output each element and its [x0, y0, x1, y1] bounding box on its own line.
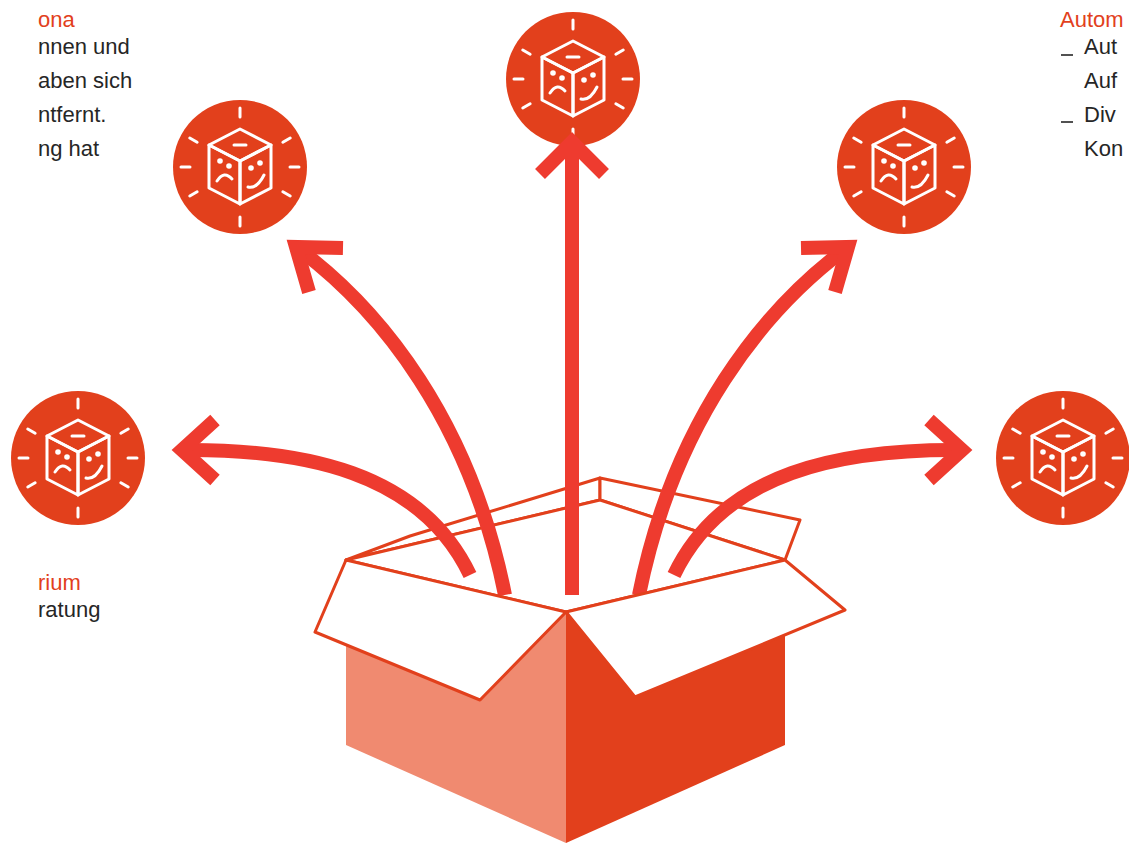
body-text: Div Kon [1060, 98, 1126, 166]
heading-text: Autom [1060, 6, 1126, 34]
body-text: Aut Auf [1060, 30, 1126, 98]
die-icon [506, 12, 640, 146]
die-icon [11, 391, 145, 525]
body-text: nnen und aben sich ntfernt. ng hat [38, 30, 141, 166]
heading-text: ona [38, 6, 141, 34]
body-text: ratung [38, 593, 103, 627]
bullet-dash [1061, 55, 1073, 122]
arrow [182, 142, 962, 595]
text-block: onannen und aben sich ntfernt. ng hat [38, 6, 141, 170]
heading-text: rium [38, 569, 103, 597]
text-block: AutomAut AufDiv Kon [1060, 6, 1126, 170]
box [315, 560, 845, 843]
die-icon [837, 100, 971, 234]
die-icon [173, 100, 307, 234]
text-block: riumratung [38, 569, 103, 631]
die-icon [996, 391, 1129, 525]
